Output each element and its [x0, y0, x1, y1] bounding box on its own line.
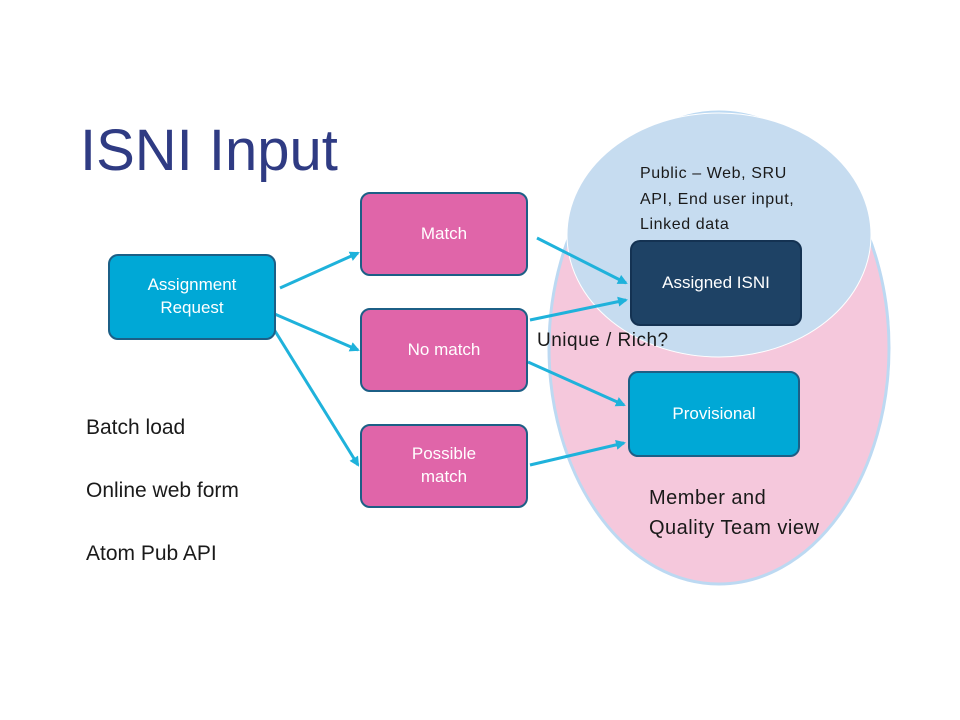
assigned-isni-box: Assigned ISNI: [630, 240, 802, 326]
arrow-nomatch-to-provisional: [527, 360, 626, 407]
no-match-box: No match: [360, 308, 528, 392]
arrow-request-to-match: [279, 251, 360, 290]
arrow-nomatch-to-assigned: [529, 296, 628, 322]
assigned-isni-label: Assigned ISNI: [662, 272, 770, 292]
input-method-item: Atom Pub API: [86, 541, 217, 565]
provisional-box: Provisional: [628, 371, 800, 457]
match-box: Match: [360, 192, 528, 276]
arrow-match-to-assigned: [536, 236, 628, 285]
input-method-item: Batch load: [86, 415, 186, 439]
possible-match-label: Possible match: [411, 444, 477, 486]
input-methods-list: Batch load Online web form Atom Pub API: [86, 380, 239, 601]
unique-rich-label: Unique / Rich?: [537, 330, 669, 351]
assignment-request-label: Assignment Request: [147, 275, 237, 317]
member-quality-label: Member and Quality Team view: [649, 487, 820, 539]
arrow-possible-to-provisional: [529, 439, 626, 467]
provisional-label: Provisional: [672, 403, 756, 423]
arrow-request-to-nomatch: [269, 310, 360, 352]
public-label: Public – Web, SRU API, End user input, L…: [640, 165, 795, 234]
arrow-request-to-possible: [260, 309, 360, 467]
possible-match-box: Possible match: [360, 424, 528, 508]
no-match-label: No match: [407, 339, 481, 359]
page-title: ISNI Input: [80, 118, 338, 183]
input-method-item: Online web form: [86, 478, 239, 502]
match-label: Match: [420, 223, 468, 243]
assignment-request-box: Assignment Request: [108, 254, 276, 340]
